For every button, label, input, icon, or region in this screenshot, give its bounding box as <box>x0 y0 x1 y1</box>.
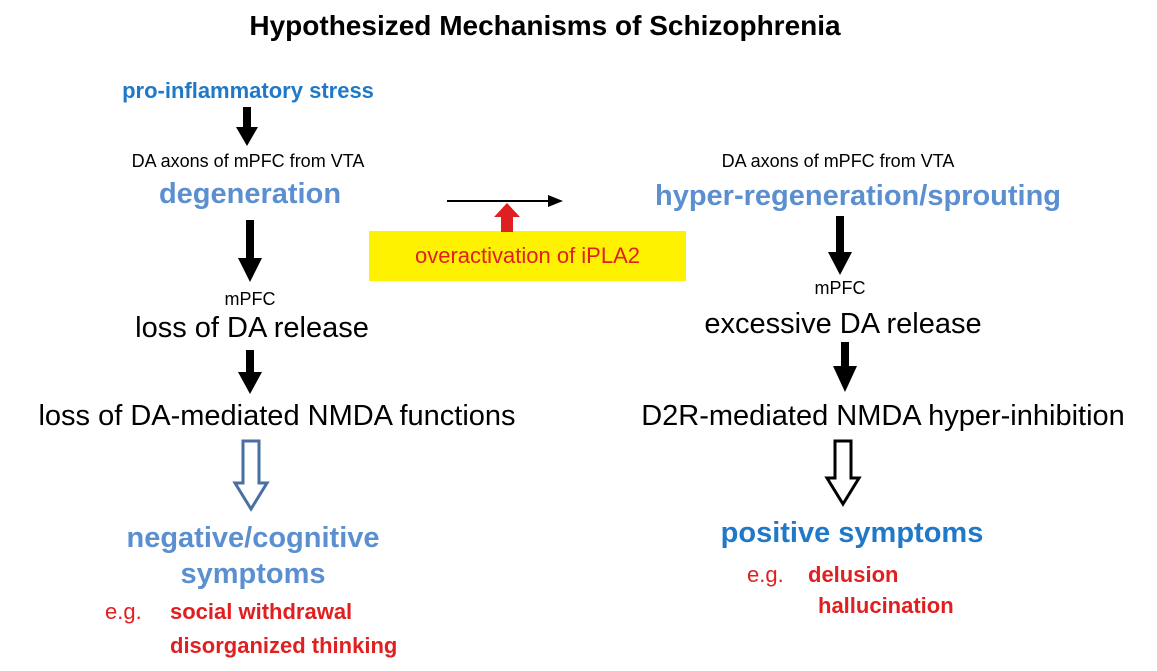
social-withdrawal-label: social withdrawal <box>170 599 353 624</box>
delusion-label: delusion <box>808 562 899 587</box>
d2r-nmda-hyper-inhibition-label: D2R-mediated NMDA hyper-inhibition <box>641 400 1125 432</box>
down-arrow-loss-da-to-nmda <box>238 350 262 394</box>
right-mpfc-label: mPFC <box>814 278 866 298</box>
horizontal-arrow-degeneration-to-regeneration <box>447 195 563 207</box>
hyper-regeneration-label: hyper-regeneration/sprouting <box>654 180 1062 212</box>
right-da-axons-label: DA axons of mPFC from VTA <box>721 151 955 171</box>
symptoms-label: symptoms <box>180 558 326 590</box>
negative-cognitive-label: negative/cognitive <box>126 522 380 554</box>
hollow-down-arrow-right <box>824 439 862 507</box>
down-arrow-degeneration-to-mpfc <box>238 220 262 282</box>
positive-symptoms-label: positive symptoms <box>720 517 984 549</box>
down-arrow-stress-to-axons <box>236 107 258 146</box>
down-arrow-regeneration-to-mpfc <box>828 216 852 275</box>
loss-of-da-release-label: loss of DA release <box>135 312 369 344</box>
right-eg-label: e.g. <box>747 562 784 587</box>
left-mpfc-label: mPFC <box>224 289 276 309</box>
hollow-down-arrow-left <box>232 439 270 512</box>
ipla2-label: overactivation of iPLA2 <box>414 243 641 268</box>
degeneration-label: degeneration <box>158 178 342 210</box>
excessive-da-release-label: excessive DA release <box>704 308 982 340</box>
pro-inflammatory-stress-label: pro-inflammatory stress <box>122 78 374 103</box>
disorganized-thinking-label: disorganized thinking <box>170 633 398 658</box>
hallucination-label: hallucination <box>818 593 954 618</box>
left-eg-label: e.g. <box>105 599 142 624</box>
red-up-arrow-ipla2 <box>494 203 520 232</box>
diagram-title: Hypothesized Mechanisms of Schizophrenia <box>249 10 841 41</box>
ipla2-highlight-box: overactivation of iPLA2 <box>369 231 686 281</box>
left-da-axons-label: DA axons of mPFC from VTA <box>131 151 365 171</box>
down-arrow-excess-da-to-d2r <box>833 342 857 392</box>
loss-of-nmda-functions-label: loss of DA-mediated NMDA functions <box>38 400 516 432</box>
